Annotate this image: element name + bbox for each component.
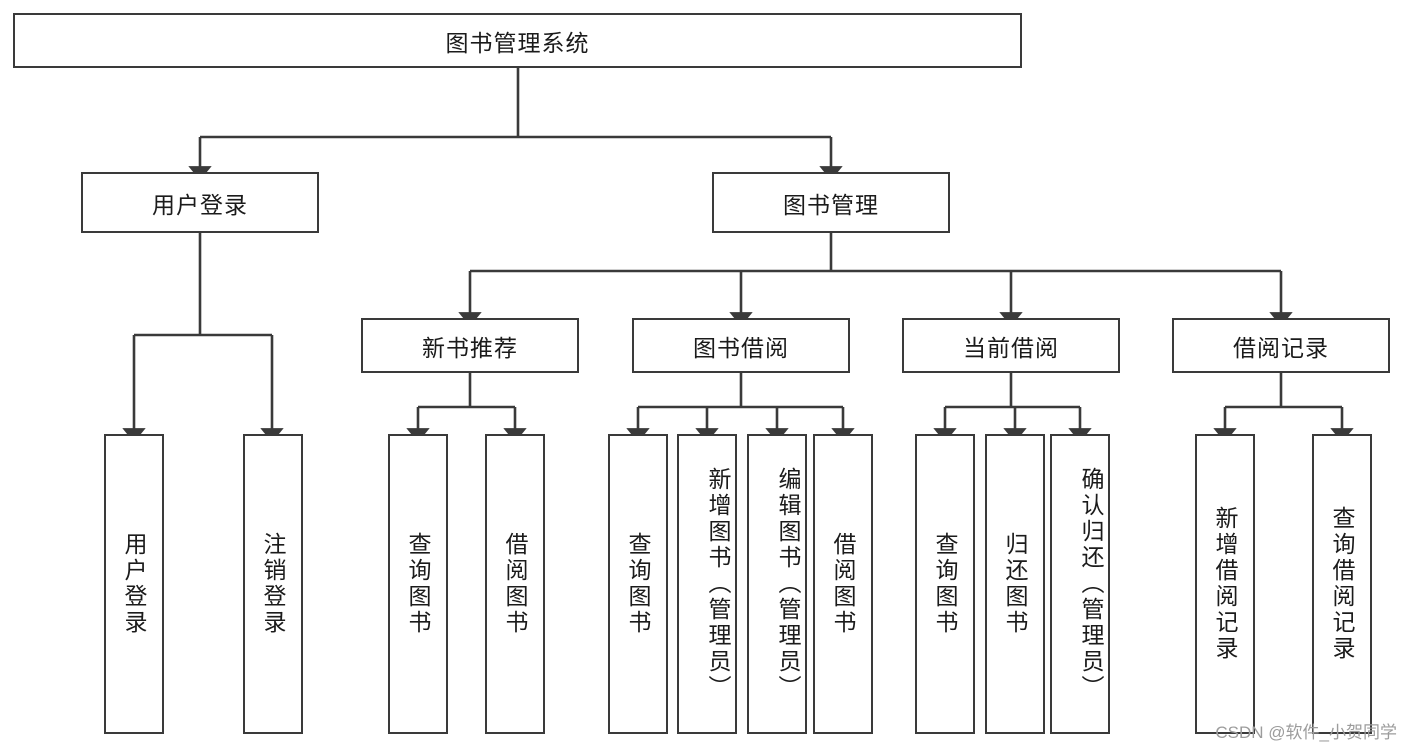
node-leaf-edit-book[interactable]: 编辑图书（管理员） (747, 434, 807, 734)
node-label: 新书推荐 (422, 334, 518, 361)
node-label: 确认归还（管理员） (1078, 467, 1104, 701)
node-leaf-add-record[interactable]: 新增借阅记录 (1195, 434, 1255, 734)
node-label: 图书管理系统 (445, 29, 590, 56)
node-label: 编辑图书（管理员） (775, 467, 801, 701)
node-book-manage[interactable]: 图书管理 (712, 172, 950, 233)
node-leaf-add-book[interactable]: 新增图书（管理员） (677, 434, 737, 734)
node-label: 借阅图书 (830, 532, 856, 636)
node-label: 查询图书 (932, 532, 958, 636)
node-label: 查询图书 (625, 532, 651, 636)
node-new-book-rec[interactable]: 新书推荐 (361, 318, 579, 373)
node-leaf-user-logout[interactable]: 注销登录 (243, 434, 303, 734)
node-label: 查询图书 (405, 532, 431, 636)
node-label: 用户登录 (152, 191, 248, 218)
node-current-borrow[interactable]: 当前借阅 (902, 318, 1120, 373)
node-label: 用户登录 (121, 532, 147, 636)
node-label: 借阅图书 (502, 532, 528, 636)
node-label: 当前借阅 (963, 334, 1059, 361)
node-leaf-borrow-book-rec[interactable]: 借阅图书 (485, 434, 545, 734)
node-leaf-query-book-current[interactable]: 查询图书 (915, 434, 975, 734)
watermark-text: CSDN @软件_小贺同学 (1215, 723, 1397, 742)
node-leaf-query-book-rec[interactable]: 查询图书 (388, 434, 448, 734)
node-borrow-record[interactable]: 借阅记录 (1172, 318, 1390, 373)
node-label: 归还图书 (1002, 532, 1028, 636)
node-leaf-confirm-return[interactable]: 确认归还（管理员） (1050, 434, 1110, 734)
node-leaf-query-book-borrow[interactable]: 查询图书 (608, 434, 668, 734)
node-user-login[interactable]: 用户登录 (81, 172, 319, 233)
node-leaf-user-login[interactable]: 用户登录 (104, 434, 164, 734)
node-label: 图书管理 (783, 191, 879, 218)
node-leaf-return-book[interactable]: 归还图书 (985, 434, 1045, 734)
node-label: 查询借阅记录 (1329, 506, 1355, 662)
node-leaf-query-record[interactable]: 查询借阅记录 (1312, 434, 1372, 734)
node-label: 新增借阅记录 (1212, 506, 1238, 662)
node-label: 新增图书（管理员） (705, 467, 731, 701)
node-leaf-borrow-book[interactable]: 借阅图书 (813, 434, 873, 734)
node-root[interactable]: 图书管理系统 (13, 13, 1022, 68)
node-label: 图书借阅 (693, 334, 789, 361)
node-label: 注销登录 (260, 532, 286, 636)
node-book-borrow[interactable]: 图书借阅 (632, 318, 850, 373)
node-label: 借阅记录 (1233, 334, 1329, 361)
